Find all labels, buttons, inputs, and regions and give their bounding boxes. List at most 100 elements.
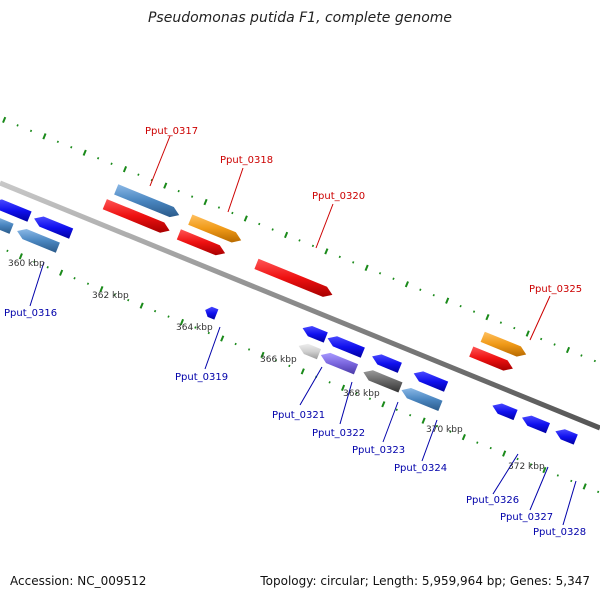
tick-mark	[243, 215, 248, 222]
tick-mark	[127, 298, 130, 302]
gene-pput-0324-a[interactable]	[413, 371, 449, 392]
tick-mark	[247, 348, 251, 351]
tick-mark	[540, 337, 543, 341]
ruler-label: 370 kbp	[426, 425, 463, 435]
tick-mark	[593, 359, 596, 363]
gene-pput-0323-a[interactable]	[372, 354, 402, 373]
genome-summary: Topology: circular; Length: 5,959,964 bp…	[260, 574, 590, 588]
tick-mark	[580, 354, 583, 357]
tick-mark	[556, 474, 559, 477]
gene-pput-0316-c[interactable]	[0, 216, 14, 234]
tick-mark	[565, 346, 571, 354]
tick-mark	[499, 321, 503, 324]
gene-label-pput-0317[interactable]: Pput_0317	[145, 126, 198, 137]
gene-pput-0327[interactable]	[522, 415, 550, 434]
gene-pput-0316-d[interactable]	[17, 229, 60, 253]
gene-pput-0328[interactable]	[555, 429, 578, 445]
tick-mark	[449, 430, 452, 433]
gene-label-pput-0328[interactable]: Pput_0328	[533, 527, 586, 538]
gene-label-pput-0322[interactable]: Pput_0322	[312, 428, 365, 439]
tick-mark	[99, 286, 104, 293]
gene-pput-0326[interactable]	[492, 403, 518, 421]
gene-pput-0320[interactable]	[254, 258, 333, 297]
tick-mark	[137, 173, 140, 176]
gene-label-pput-0319[interactable]: Pput_0319	[175, 372, 228, 383]
ruler-label: 372 kbp	[508, 462, 545, 472]
gene-label-pput-0318[interactable]: Pput_0318	[220, 155, 273, 166]
tick-mark	[139, 302, 144, 309]
gene-pput-0322-a[interactable]	[327, 336, 365, 358]
gene-pput-0318-partner[interactable]	[176, 229, 226, 256]
gene-pput-0322[interactable]	[320, 352, 359, 375]
tick-mark	[459, 304, 462, 308]
ruler-label: 364 kbp	[176, 323, 213, 333]
gene-label-pput-0326[interactable]: Pput_0326	[466, 495, 519, 506]
tick-mark	[46, 266, 49, 269]
ruler-label: 366 kbp	[260, 355, 297, 365]
gene-pput-0318[interactable]	[188, 214, 242, 243]
tick-mark	[582, 483, 587, 490]
tick-mark	[472, 310, 476, 313]
tick-mark	[529, 463, 533, 466]
tick-mark	[284, 231, 289, 239]
tick-mark	[163, 182, 168, 189]
ruler-label: 368 kbp	[343, 389, 380, 399]
tick-mark	[16, 124, 19, 127]
gene-pput-0323[interactable]	[363, 370, 403, 393]
gene-pput-0321-a[interactable]	[302, 326, 328, 343]
tick-mark	[56, 140, 59, 144]
tick-mark	[421, 417, 426, 424]
tick-mark	[404, 281, 409, 288]
ruler-label: 362 kbp	[92, 291, 129, 301]
gene-label-pput-0316[interactable]: Pput_0316	[4, 308, 57, 319]
tick-mark	[378, 272, 382, 275]
gene-label-pput-0323[interactable]: Pput_0323	[352, 445, 405, 456]
tick-mark	[597, 490, 600, 494]
gene-label-pput-0325[interactable]: Pput_0325	[529, 284, 582, 295]
gene-pput-0324[interactable]	[401, 388, 443, 411]
tick-mark	[432, 293, 435, 297]
tick-mark	[113, 293, 116, 296]
tick-mark	[340, 384, 346, 391]
tick-mark	[324, 248, 329, 255]
gene-pput-0317-b[interactable]	[114, 184, 180, 218]
tick-mark	[489, 446, 492, 450]
tick-mark	[328, 381, 331, 384]
tick-mark	[392, 277, 395, 281]
tick-mark	[352, 261, 355, 264]
gene-pput-0325[interactable]	[480, 331, 527, 357]
gene-pput-0317[interactable]	[102, 199, 170, 233]
tick-mark	[274, 359, 278, 362]
tick-mark	[122, 166, 128, 173]
gene-label-pput-0321[interactable]: Pput_0321	[272, 410, 325, 421]
tick-mark	[153, 309, 157, 313]
bottom-gene-labels: Pput_0316 Pput_0319 Pput_0321 Pput_0322 …	[4, 308, 586, 538]
tick-mark	[42, 133, 47, 140]
tick-mark	[29, 129, 33, 133]
ruler-label: 360 kbp	[8, 259, 45, 269]
tick-mark	[231, 211, 234, 215]
gene-label-pput-0327[interactable]: Pput_0327	[500, 512, 553, 523]
tick-mark	[553, 343, 556, 346]
tick-mark	[82, 149, 87, 156]
gene-pput-0316-b[interactable]	[34, 216, 74, 239]
tick-mark	[179, 318, 185, 326]
tick-mark	[516, 457, 519, 461]
tick-mark	[485, 313, 490, 321]
callout-lines	[29, 135, 577, 526]
tick-mark	[525, 330, 530, 337]
gene-pput-0319[interactable]	[205, 306, 219, 320]
gene-pput-0316-a[interactable]	[0, 199, 32, 222]
gene-label-pput-0320[interactable]: Pput_0320	[312, 191, 365, 202]
ruler-labels: 360 kbp 362 kbp 364 kbp 366 kbp 368 kbp …	[8, 259, 545, 472]
tick-track-upper	[2, 116, 596, 363]
gene-label-pput-0324[interactable]: Pput_0324	[394, 463, 447, 474]
tick-mark	[70, 146, 73, 149]
gene-pput-0321[interactable]	[298, 343, 321, 360]
tick-mark	[461, 433, 466, 441]
tick-mark	[271, 228, 274, 231]
tick-mark	[502, 450, 507, 457]
tick-mark	[364, 264, 369, 271]
tick-mark	[445, 297, 450, 304]
gene-pput-0325-partner[interactable]	[469, 346, 513, 371]
